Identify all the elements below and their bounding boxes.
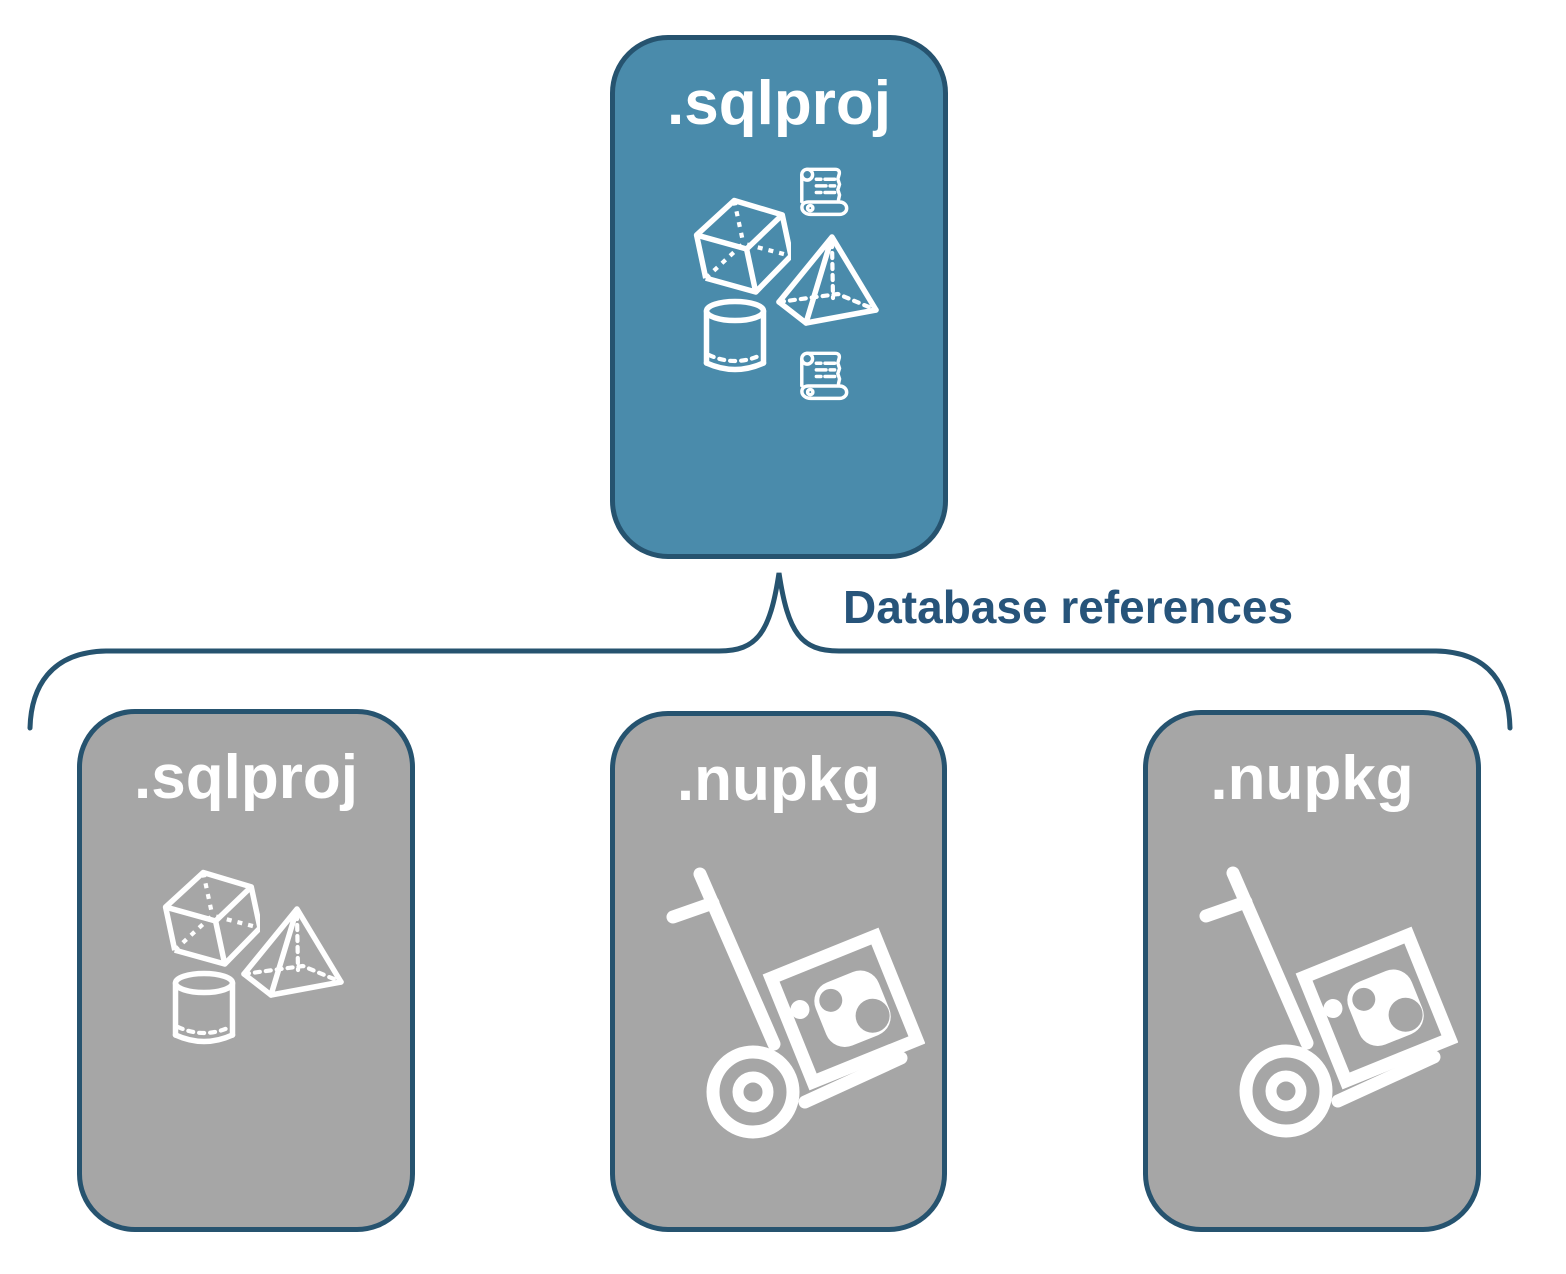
script-scroll-icon [800, 167, 849, 217]
hand-truck-package-icon [1199, 866, 1458, 1138]
node-root-sqlproj: .sqlproj [610, 35, 948, 559]
hand-truck-package-icon [666, 867, 925, 1139]
pyramid-icon [241, 906, 344, 998]
node-child-nupkg-1: .nupkg [610, 711, 947, 1232]
cylinder-icon [703, 298, 767, 373]
node-title: .sqlproj [134, 743, 358, 812]
script-scroll-icon [800, 351, 849, 401]
pyramid-icon [776, 234, 879, 326]
node-title: .nupkg [1210, 744, 1414, 813]
cube-icon [693, 197, 791, 295]
node-child-nupkg-2: .nupkg [1143, 710, 1481, 1232]
node-title: .sqlproj [667, 69, 891, 138]
cylinder-icon [172, 970, 236, 1045]
node-child-sqlproj: .sqlproj [77, 709, 415, 1232]
cube-icon [162, 869, 260, 967]
node-title: .nupkg [676, 745, 881, 814]
connector-label: Database references [843, 581, 1294, 633]
